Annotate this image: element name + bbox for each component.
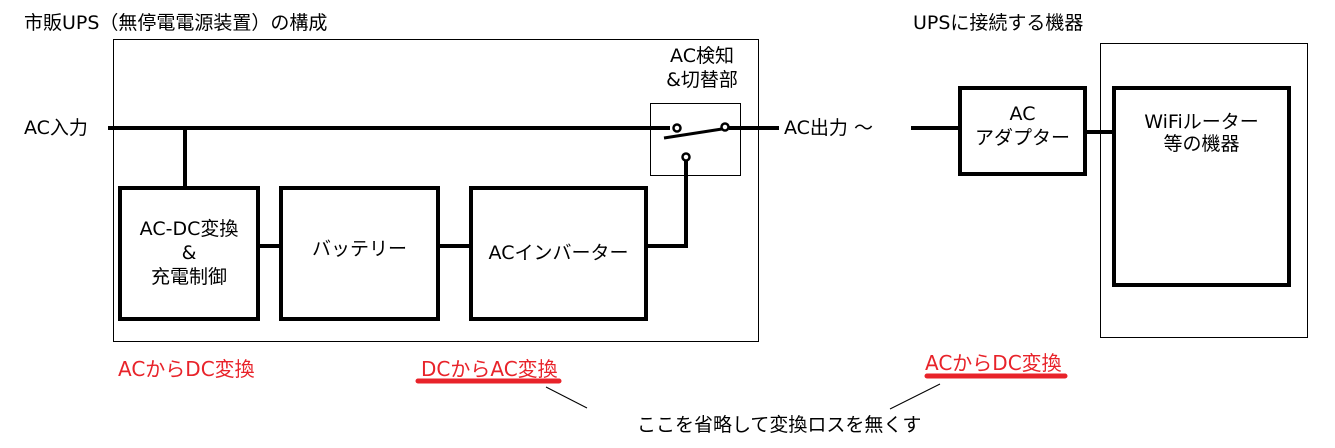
switch-label-line2: &切替部 — [666, 69, 738, 91]
battery-label: バッテリー — [311, 238, 407, 260]
acdc-label-line2: & — [181, 242, 197, 264]
inverter-label: ACインバーター — [488, 242, 629, 264]
switch-contact-output — [720, 122, 730, 132]
ac-input-label: AC入力 — [24, 117, 88, 139]
device-title: UPSに接続する機器 — [913, 12, 1084, 34]
inverter-block: ACインバーター — [469, 186, 648, 321]
leader-line-right — [889, 383, 941, 410]
ac-output-label: AC出力 ～ — [784, 117, 873, 139]
acdc-charger-block: AC-DC変換 & 充電制御 — [118, 186, 260, 321]
ups-dcac-annotation: DCからAC変換 — [421, 357, 558, 381]
ups-acdc-annotation: ACからDC変換 — [118, 357, 255, 381]
switch-contact-inverter — [681, 152, 691, 162]
inverter-switch-line — [646, 160, 688, 248]
adapter-label-line1: AC — [1009, 103, 1036, 125]
adapter-acdc-annotation: ACからDC変換 — [925, 351, 1062, 375]
switch-arm — [663, 127, 723, 140]
router-block: WiFiルーター 等の機器 — [1112, 86, 1291, 287]
leader-line-left — [545, 386, 588, 409]
router-label-line1: WiFiルーター — [1144, 111, 1259, 133]
adapter-label-line2: アダプター — [974, 127, 1070, 149]
switch-contact-input — [672, 123, 682, 133]
acdc-label-line3: 充電制御 — [150, 266, 227, 288]
switch-label-line1: AC検知 — [670, 45, 734, 67]
loss-note: ここを省略して変換ロスを無くす — [637, 414, 922, 436]
router-label-line2: 等の機器 — [1163, 133, 1240, 155]
acdc-label-line1: AC-DC変換 — [139, 218, 239, 240]
battery-block: バッテリー — [279, 186, 440, 321]
ac-adapter-block: AC アダプター — [958, 86, 1087, 176]
ups-title: 市販UPS（無停電電源装置）の構成 — [24, 12, 328, 34]
ac-detect-switch-box — [650, 103, 741, 176]
